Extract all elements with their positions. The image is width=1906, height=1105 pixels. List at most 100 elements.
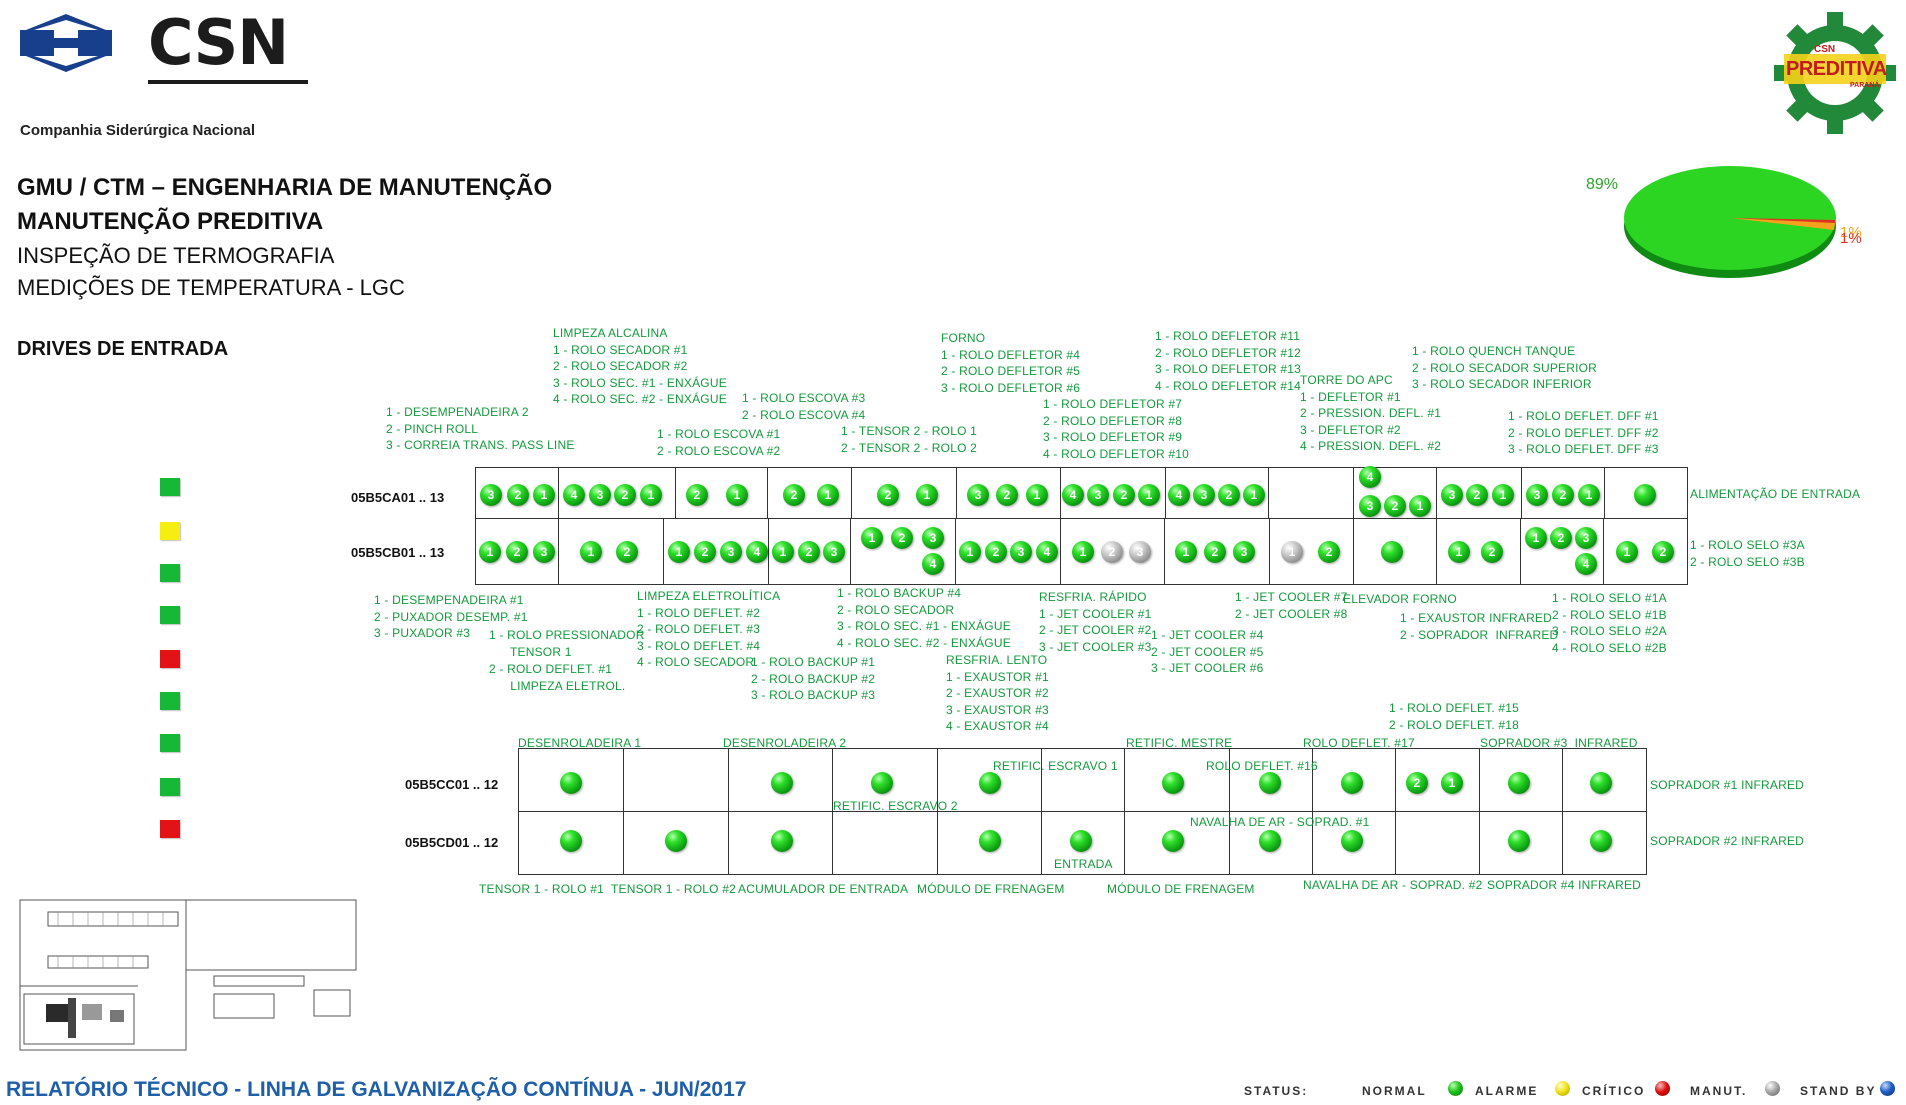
status-ball[interactable]: 2: [1204, 541, 1226, 563]
status-ball[interactable]: 1: [1492, 484, 1514, 506]
status-ball[interactable]: 4: [1036, 541, 1058, 563]
status-ball[interactable]: 2: [1466, 484, 1488, 506]
status-ball[interactable]: 1: [1448, 541, 1470, 563]
status-ball[interactable]: 2: [1101, 541, 1123, 563]
status-ball[interactable]: [1162, 772, 1184, 794]
status-ball[interactable]: 1: [1525, 527, 1547, 549]
cell[interactable]: [623, 748, 729, 812]
status-ball[interactable]: 3: [823, 541, 845, 563]
status-ball[interactable]: 3: [1233, 541, 1255, 563]
status-ball[interactable]: [979, 830, 1001, 852]
status-ball[interactable]: [1590, 772, 1612, 794]
status-ball[interactable]: 1: [726, 484, 748, 506]
status-ball[interactable]: 2: [1318, 541, 1340, 563]
status-ball[interactable]: 1: [580, 541, 602, 563]
status-ball[interactable]: 2: [507, 484, 529, 506]
status-ball[interactable]: [771, 830, 793, 852]
status-ball[interactable]: [1341, 830, 1363, 852]
status-ball[interactable]: [1508, 830, 1530, 852]
status-ball[interactable]: 2: [783, 484, 805, 506]
status-ball[interactable]: 1: [1409, 495, 1431, 517]
status-ball[interactable]: 3: [533, 541, 555, 563]
cell[interactable]: [1562, 811, 1647, 875]
status-ball[interactable]: 4: [1575, 553, 1597, 575]
status-ball[interactable]: 2: [686, 484, 708, 506]
status-ball[interactable]: 2: [1113, 484, 1135, 506]
status-ball[interactable]: [771, 772, 793, 794]
status-ball[interactable]: [1259, 772, 1281, 794]
cell[interactable]: [767, 467, 852, 519]
status-ball[interactable]: 3: [1193, 484, 1215, 506]
status-ball[interactable]: 2: [1552, 484, 1574, 506]
status-ball[interactable]: 2: [1550, 527, 1572, 549]
status-ball[interactable]: 2: [877, 484, 899, 506]
status-ball[interactable]: [1341, 772, 1363, 794]
status-ball[interactable]: 1: [817, 484, 839, 506]
status-ball[interactable]: 3: [1087, 484, 1109, 506]
status-ball[interactable]: 2: [614, 484, 636, 506]
status-ball[interactable]: 3: [1359, 495, 1381, 517]
status-ball[interactable]: 1: [1026, 484, 1048, 506]
status-ball[interactable]: 2: [506, 541, 528, 563]
status-ball[interactable]: [1381, 541, 1403, 563]
cell[interactable]: [1603, 518, 1688, 585]
status-ball[interactable]: 3: [1129, 541, 1151, 563]
status-ball[interactable]: [560, 772, 582, 794]
status-ball[interactable]: 1: [959, 541, 981, 563]
status-ball[interactable]: 2: [996, 484, 1018, 506]
status-ball[interactable]: [1590, 830, 1612, 852]
cell[interactable]: [832, 811, 938, 875]
status-ball[interactable]: 2: [1652, 541, 1674, 563]
status-ball[interactable]: 2: [1406, 772, 1428, 794]
status-ball[interactable]: 1: [479, 541, 501, 563]
cell[interactable]: [558, 518, 664, 585]
status-ball[interactable]: 1: [916, 484, 938, 506]
status-ball[interactable]: 2: [798, 541, 820, 563]
status-ball[interactable]: 2: [985, 541, 1007, 563]
status-ball[interactable]: 1: [1441, 772, 1463, 794]
status-ball[interactable]: 2: [694, 541, 716, 563]
status-ball[interactable]: 4: [746, 541, 768, 563]
status-ball[interactable]: 1: [1138, 484, 1160, 506]
status-ball[interactable]: 3: [720, 541, 742, 563]
status-ball[interactable]: [1259, 830, 1281, 852]
status-ball[interactable]: [1508, 772, 1530, 794]
status-ball[interactable]: 2: [891, 527, 913, 549]
status-ball[interactable]: [979, 772, 1001, 794]
status-ball[interactable]: 3: [1575, 527, 1597, 549]
status-ball[interactable]: 3: [589, 484, 611, 506]
status-ball[interactable]: 4: [1168, 484, 1190, 506]
status-ball[interactable]: 2: [616, 541, 638, 563]
status-ball[interactable]: [665, 830, 687, 852]
status-ball[interactable]: 3: [922, 527, 944, 549]
status-ball[interactable]: 1: [1243, 484, 1265, 506]
status-ball[interactable]: 2: [1384, 495, 1406, 517]
cell[interactable]: [1395, 811, 1480, 875]
status-ball[interactable]: 3: [967, 484, 989, 506]
status-ball[interactable]: 3: [1526, 484, 1548, 506]
status-ball[interactable]: 1: [1072, 541, 1094, 563]
status-ball[interactable]: 1: [1616, 541, 1638, 563]
status-ball[interactable]: 1: [1175, 541, 1197, 563]
status-ball[interactable]: 4: [1359, 466, 1381, 488]
status-ball[interactable]: [1162, 830, 1184, 852]
status-ball[interactable]: 4: [563, 484, 585, 506]
status-ball[interactable]: 4: [1062, 484, 1084, 506]
status-ball[interactable]: 1: [772, 541, 794, 563]
status-ball[interactable]: 3: [1441, 484, 1463, 506]
status-ball[interactable]: 2: [1481, 541, 1503, 563]
cell[interactable]: [1268, 467, 1354, 519]
status-ball[interactable]: 3: [1010, 541, 1032, 563]
status-ball[interactable]: [1070, 830, 1092, 852]
status-ball[interactable]: 1: [668, 541, 690, 563]
status-ball[interactable]: [1634, 484, 1656, 506]
status-ball[interactable]: 1: [1281, 541, 1303, 563]
status-ball[interactable]: 1: [861, 527, 883, 549]
status-ball[interactable]: 4: [922, 553, 944, 575]
status-ball[interactable]: 2: [1218, 484, 1240, 506]
cell[interactable]: [851, 467, 957, 519]
status-ball[interactable]: 3: [480, 484, 502, 506]
status-ball[interactable]: [560, 830, 582, 852]
status-ball[interactable]: 1: [640, 484, 662, 506]
status-ball[interactable]: 1: [1578, 484, 1600, 506]
